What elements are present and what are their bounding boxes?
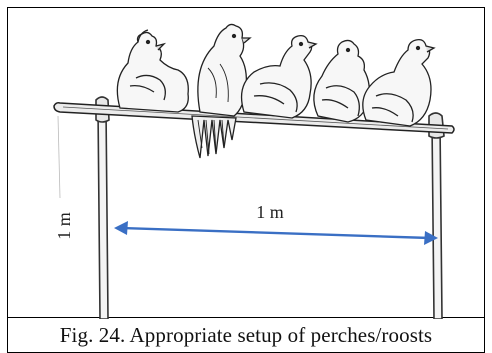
left-post [95,96,110,319]
horizontal-dimension-arrow [114,221,438,245]
chicken-1 [116,29,189,113]
figure-frame: 1 m 1 m [7,7,485,319]
vertical-dimension-label: 1 m [54,212,74,240]
chicken-5 [362,38,436,127]
chicken-4 [313,39,370,123]
chicken-3 [240,34,318,119]
figure-caption: Fig. 24. Appropriate setup of perches/ro… [59,322,433,347]
right-post [428,112,445,319]
figure-caption-box: Fig. 24. Appropriate setup of perches/ro… [7,318,485,353]
perch-illustration: 1 m 1 m [53,23,455,319]
chicken-2-hanging-tail [191,23,252,159]
horizontal-dimension-label: 1 m [256,202,284,222]
